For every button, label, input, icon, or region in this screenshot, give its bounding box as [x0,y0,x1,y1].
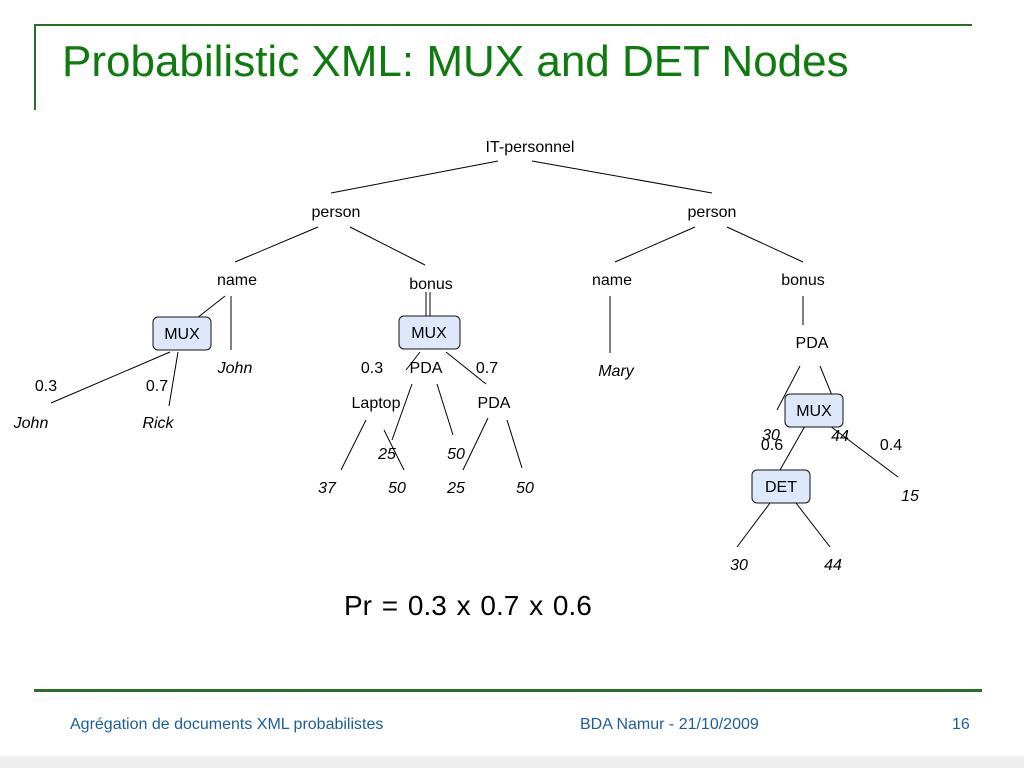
edge-pda-30 [776,365,801,411]
node-p1-pda-top: PDA [410,360,443,377]
det-box-person2 [751,469,811,504]
node-person2: person [688,204,737,221]
value-p1-50-top: 50 [447,446,465,463]
edge-person1-name [234,226,319,263]
edge-laptop-50 [383,429,405,471]
value-p1-mux-john: John [13,415,49,432]
mux-box-name [152,316,212,351]
node-p2-pda: PDA [796,335,829,352]
node-p2-det: DET [765,479,797,496]
value-p1-50-b: 50 [516,480,534,497]
node-p2-mux: MUX [796,403,832,420]
mux-box-person2 [784,393,844,428]
node-root: IT-personnel [486,139,575,156]
value-p2-30-top: 30 [762,427,780,444]
edge-laptop-37 [340,419,367,471]
node-p1-pda: PDA [478,395,511,412]
value-p1-37: 37 [318,480,337,497]
footer-divider-line [34,689,982,692]
node-p1-name: name [217,272,257,289]
tree-labels: IT-personnel person person name MUX John… [13,139,919,574]
value-p1-50-a: 50 [388,480,406,497]
edge-person2-bonus [726,226,804,263]
edge-det-44 [795,502,831,548]
value-p1-name-john: John [217,360,253,377]
title-frame-top-line [34,24,972,26]
value-p2-mary: Mary [598,363,635,380]
edge-mux-rick [168,351,179,407]
node-person1: person [312,204,361,221]
edge-root-person2 [531,160,713,194]
page-number: 16 [952,716,970,733]
bottom-strip [0,756,1024,768]
edge-det-30 [736,502,771,548]
edge-person1-bonus [349,226,426,266]
footer-center-text: BDA Namur - 21/10/2009 [580,716,759,733]
node-p1-laptop: Laptop [352,395,401,412]
value-p2-44: 44 [824,557,842,574]
value-p2-15: 15 [901,488,919,505]
node-p1-name-mux: MUX [164,326,200,343]
prob-p2-1: 0.4 [880,437,902,454]
edge-pda-laptop [391,383,413,441]
probabilistic-xml-tree: IT-personnel person person name MUX John… [13,139,919,574]
node-p2-name: name [592,272,632,289]
probability-formula: Pr = 0.3 x 0.7 x 0.6 [344,590,592,621]
node-p1-bonus-mux: MUX [411,325,447,342]
edge-root-person1 [330,160,499,194]
prob-p1-bonus-1: 0.7 [476,360,498,377]
title-frame-left-line [34,24,36,110]
edge-mux-pda [445,351,487,385]
edge-mux-john [50,351,171,404]
edge-pda-25 [462,417,489,471]
prob-p1-name-1: 0.7 [146,378,168,395]
edge-person2-name [614,226,696,263]
value-p2-44-top: 44 [831,428,849,445]
node-p2-bonus: bonus [781,272,825,289]
edge-mux2-15 [829,425,899,478]
slide-title: Probabilistic XML: MUX and DET Nodes [62,37,849,86]
prob-p1-bonus-0: 0.3 [361,360,383,377]
value-p2-30: 30 [730,557,748,574]
edge-mux2-det [779,425,806,471]
footer-left-text: Agrégation de documents XML probabiliste… [70,716,384,733]
prob-p2-0: 0.6 [761,437,783,454]
prob-p1-name-0: 0.3 [35,378,57,395]
value-p1-25: 25 [446,480,465,497]
value-p1-mux-rick: Rick [142,415,174,432]
edge-pda-50 [436,383,454,436]
edge-mux-laptop [405,351,421,371]
node-p1-bonus: bonus [409,276,453,293]
value-p1-25-top: 25 [377,446,396,463]
mux-box-bonus [398,315,461,350]
edge-pda-50b [506,419,523,469]
